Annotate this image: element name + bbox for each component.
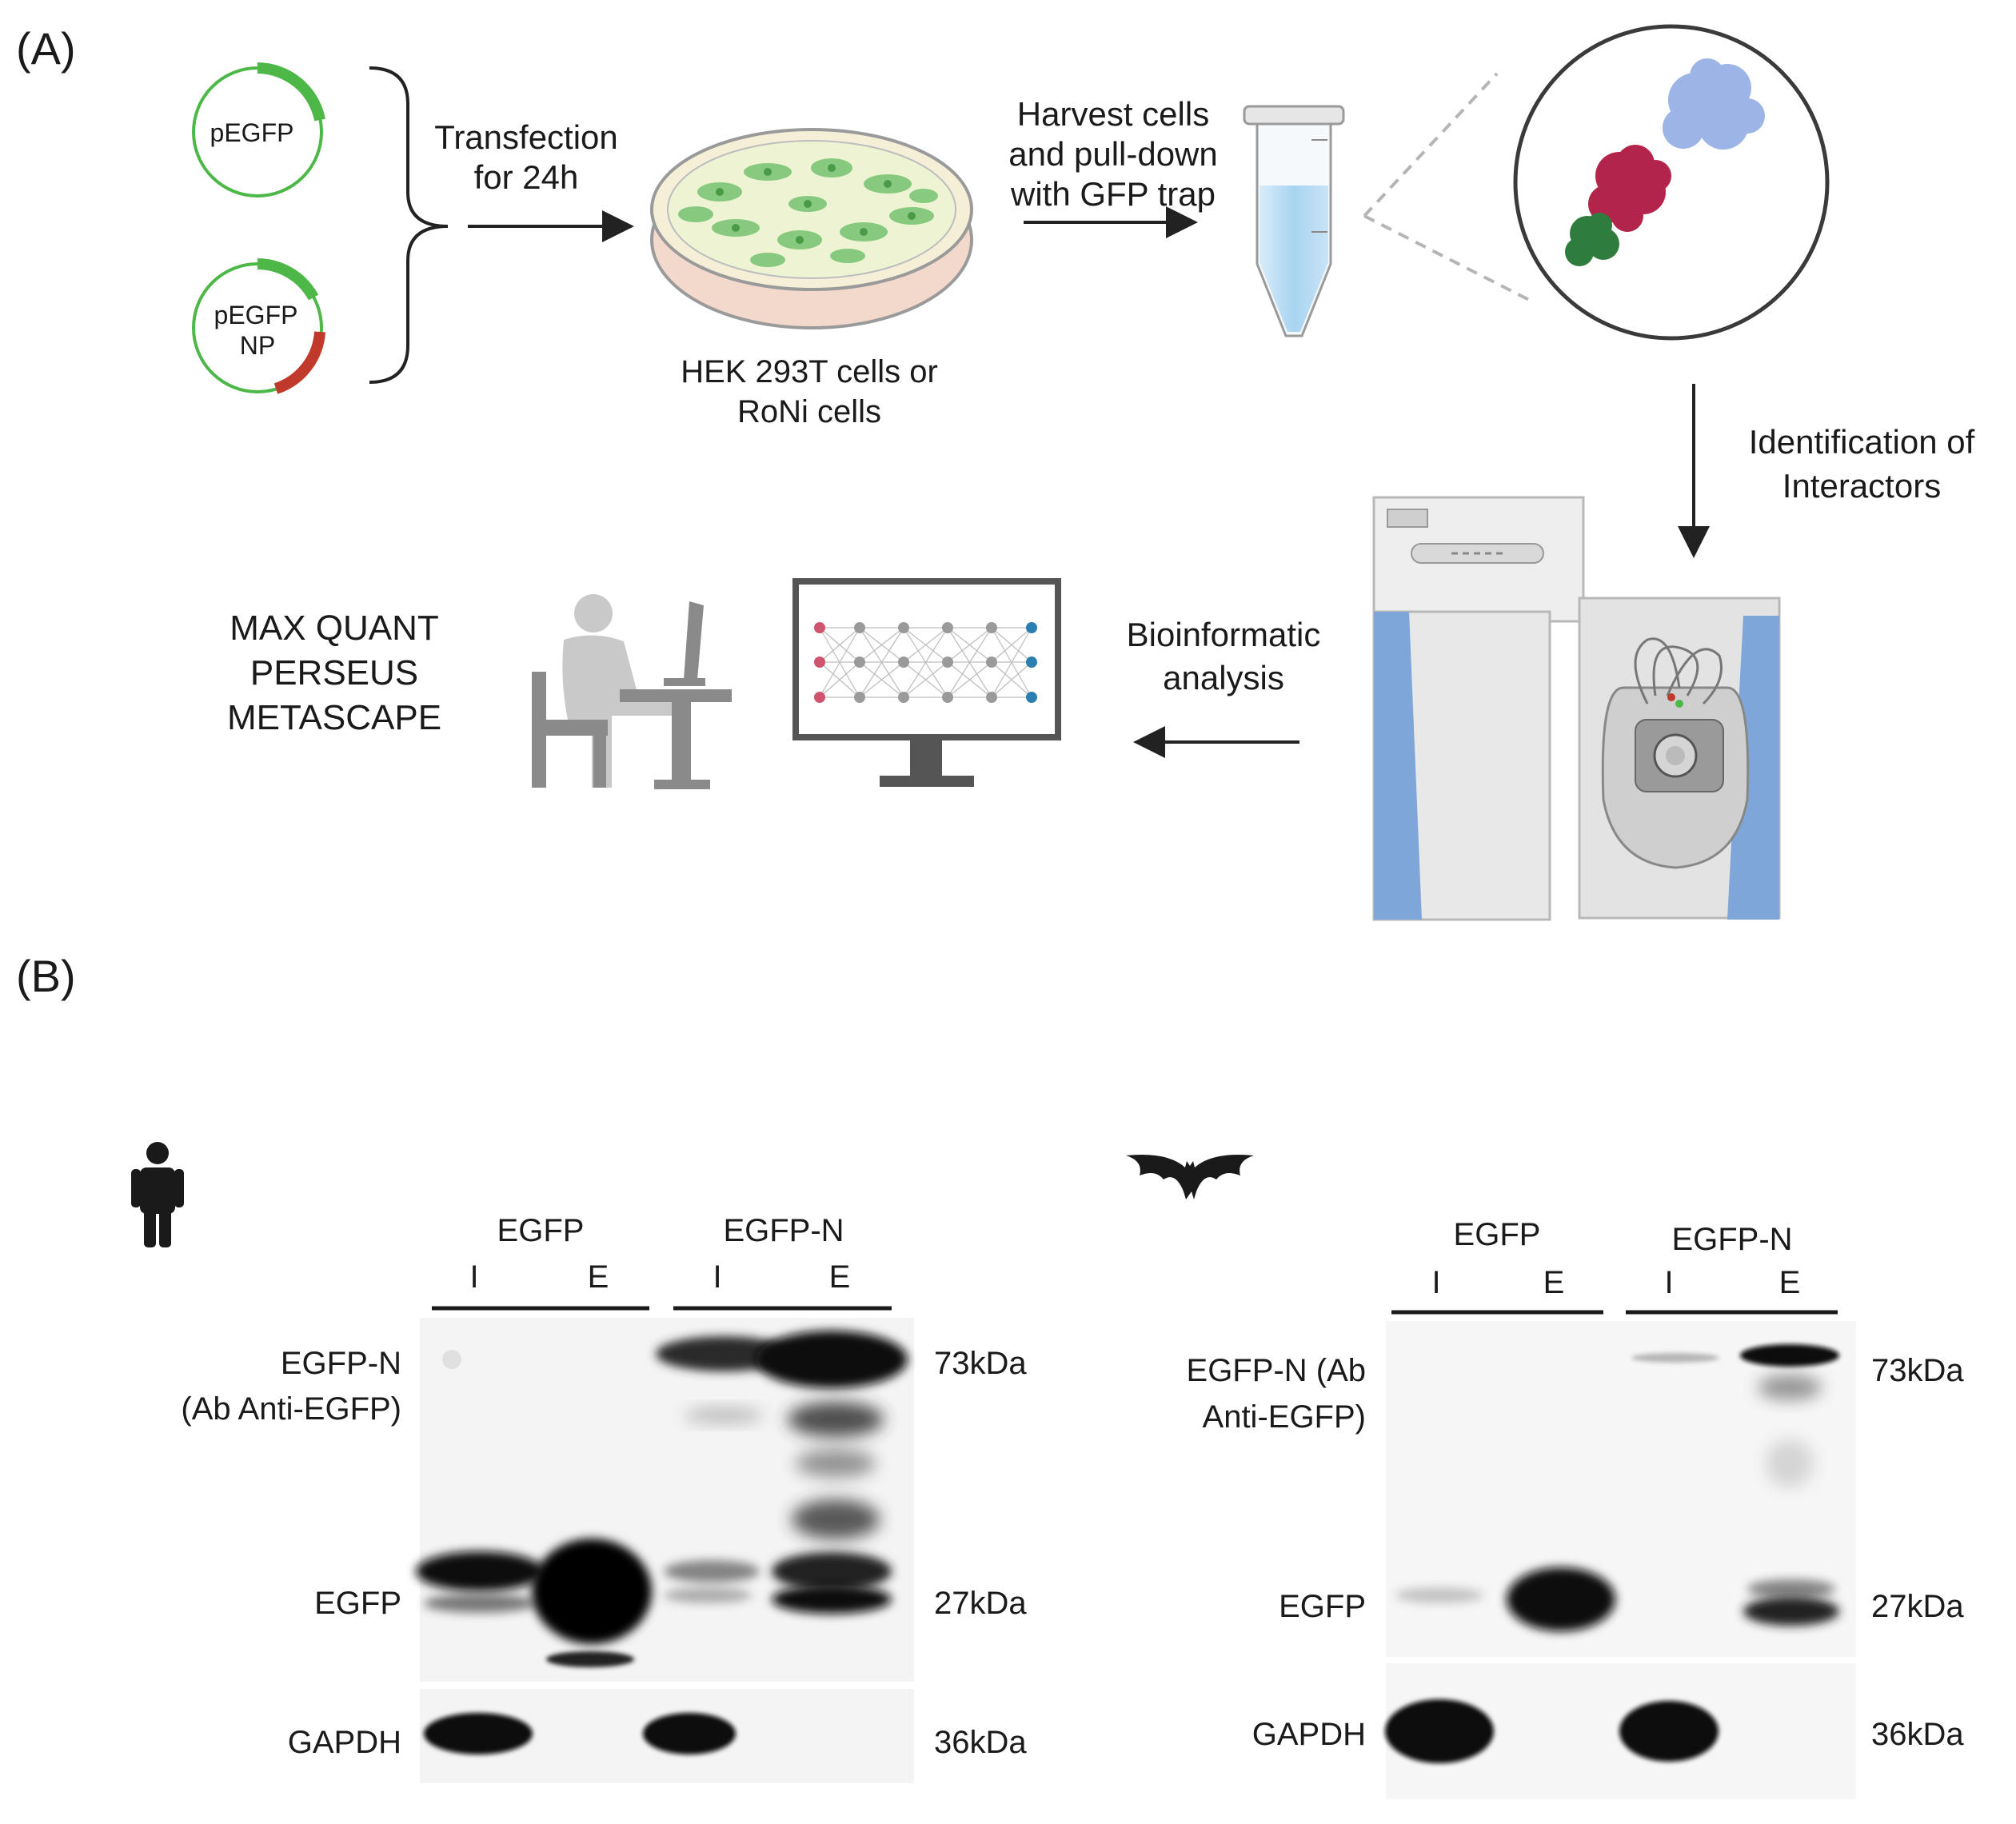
left-mw-mid: 27kDa bbox=[934, 1586, 1027, 1621]
protein-complex-icon bbox=[1513, 24, 1830, 341]
software-line2: PERSEUS bbox=[250, 653, 418, 692]
panel-a-label: (A) bbox=[16, 23, 76, 74]
nn-node bbox=[986, 692, 997, 703]
nn-node bbox=[942, 692, 953, 703]
nn-edge bbox=[859, 661, 904, 698]
nn-edge bbox=[947, 627, 992, 663]
right-mw-top: 73kDa bbox=[1871, 1353, 1964, 1388]
nn-edge bbox=[819, 627, 860, 698]
curly-brace bbox=[369, 66, 449, 384]
petri-dish-icon bbox=[650, 128, 973, 329]
nn-edge bbox=[819, 627, 860, 663]
right-mw-mid: 27kDa bbox=[1871, 1589, 1964, 1624]
right-row-label-top-line2: Anti-EGFP) bbox=[1203, 1399, 1366, 1435]
nn-edge bbox=[819, 661, 860, 698]
right-lane-2: E bbox=[1543, 1265, 1565, 1300]
plasmid-2-label-line2: NP bbox=[240, 331, 275, 360]
cells-line1: HEK 293T cells or bbox=[681, 354, 938, 389]
nn-node bbox=[942, 622, 953, 633]
transfection-line1: Transfection bbox=[434, 118, 618, 156]
nn-node bbox=[898, 657, 909, 668]
right-row-label-top-line1: EGFP-N (Ab bbox=[1187, 1353, 1366, 1388]
identification-line2: Interactors bbox=[1782, 467, 1941, 505]
nn-node bbox=[1026, 657, 1037, 668]
nn-edge bbox=[947, 661, 992, 698]
left-row-label-bottom: GAPDH bbox=[288, 1725, 401, 1760]
nn-node bbox=[854, 622, 865, 633]
nn-edge bbox=[859, 627, 904, 698]
zoom-line-top bbox=[1363, 72, 1499, 218]
right-mw-bottom: 36kDa bbox=[1871, 1717, 1964, 1752]
right-row-label-mid: EGFP bbox=[1279, 1589, 1366, 1624]
right-group2-label: EGFP-N bbox=[1671, 1222, 1792, 1257]
nn-edge bbox=[947, 627, 992, 698]
nn-node bbox=[986, 622, 997, 633]
right-lane-1: I bbox=[1431, 1265, 1440, 1300]
right-western-blot: EGFP EGFP-N I E I E EGFP-N (Ab Anti-EGFP… bbox=[1187, 1217, 1964, 1799]
nn-node bbox=[814, 692, 825, 703]
human-icon bbox=[131, 1142, 184, 1247]
nn-node bbox=[942, 657, 953, 668]
tube-icon bbox=[1243, 105, 1345, 337]
bioinformatic-line1: Bioinformatic bbox=[1127, 616, 1321, 653]
nn-node bbox=[898, 622, 909, 633]
left-group2-label: EGFP-N bbox=[723, 1213, 844, 1248]
nn-edge bbox=[903, 627, 948, 663]
software-line1: MAX QUANT bbox=[230, 609, 439, 648]
mass-spectrometer-icon bbox=[1372, 496, 1781, 921]
right-lane-4: E bbox=[1779, 1265, 1801, 1300]
right-group1-label: EGFP bbox=[1454, 1217, 1541, 1252]
plasmid-pegfp-icon bbox=[192, 62, 325, 198]
left-group1-label: EGFP bbox=[497, 1213, 585, 1248]
nn-node bbox=[814, 657, 825, 668]
bioinformatic-line2: analysis bbox=[1163, 659, 1284, 696]
left-western-blot: EGFP EGFP-N I E I E EGFP-N (Ab Anti-EGFP… bbox=[181, 1213, 1027, 1783]
neural-network-monitor-icon bbox=[792, 578, 1061, 787]
nn-node bbox=[1026, 622, 1037, 633]
zoom-line-bottom bbox=[1363, 214, 1535, 304]
left-lane-1: I bbox=[469, 1259, 478, 1295]
bat-icon bbox=[1126, 1155, 1254, 1199]
plasmid-2-label-line1: pEGFP bbox=[214, 301, 298, 329]
nn-edge bbox=[991, 627, 1032, 663]
person-at-computer-icon bbox=[532, 594, 732, 789]
harvest-line2: and pull-down bbox=[1008, 135, 1218, 173]
harvest-line1: Harvest cells bbox=[1017, 95, 1209, 133]
left-lane-4: E bbox=[829, 1259, 851, 1295]
nn-node bbox=[854, 657, 865, 668]
nn-node bbox=[854, 692, 865, 703]
panel-b-label: (B) bbox=[16, 951, 76, 1001]
left-row-label-top-line1: EGFP-N bbox=[281, 1346, 401, 1381]
identification-line1: Identification of bbox=[1749, 423, 1975, 461]
left-row-label-top-line2: (Ab Anti-EGFP) bbox=[181, 1391, 401, 1427]
software-line3: METASCAPE bbox=[227, 698, 441, 737]
nn-node bbox=[898, 692, 909, 703]
cells-line2: RoNi cells bbox=[737, 394, 881, 429]
left-mw-top: 73kDa bbox=[934, 1346, 1027, 1381]
transfection-line2: for 24h bbox=[474, 158, 579, 196]
right-row-label-bottom: GAPDH bbox=[1252, 1717, 1366, 1752]
left-mw-bottom: 36kDa bbox=[934, 1725, 1027, 1760]
nn-edge bbox=[991, 627, 1032, 698]
left-row-label-mid: EGFP bbox=[314, 1586, 401, 1621]
plasmid-pegfp-np-icon bbox=[192, 258, 325, 394]
nn-node bbox=[986, 657, 997, 668]
left-lane-2: E bbox=[588, 1259, 609, 1295]
nn-node bbox=[814, 622, 825, 633]
nn-edge bbox=[859, 627, 904, 663]
right-lane-3: I bbox=[1664, 1265, 1673, 1300]
nn-edge bbox=[903, 661, 948, 698]
plasmid-1-label: pEGFP bbox=[210, 118, 294, 147]
harvest-line3: with GFP trap bbox=[1010, 175, 1216, 213]
nn-edge bbox=[991, 661, 1032, 698]
nn-node bbox=[1026, 692, 1037, 703]
left-lane-3: I bbox=[713, 1259, 721, 1295]
nn-edge bbox=[903, 627, 948, 698]
